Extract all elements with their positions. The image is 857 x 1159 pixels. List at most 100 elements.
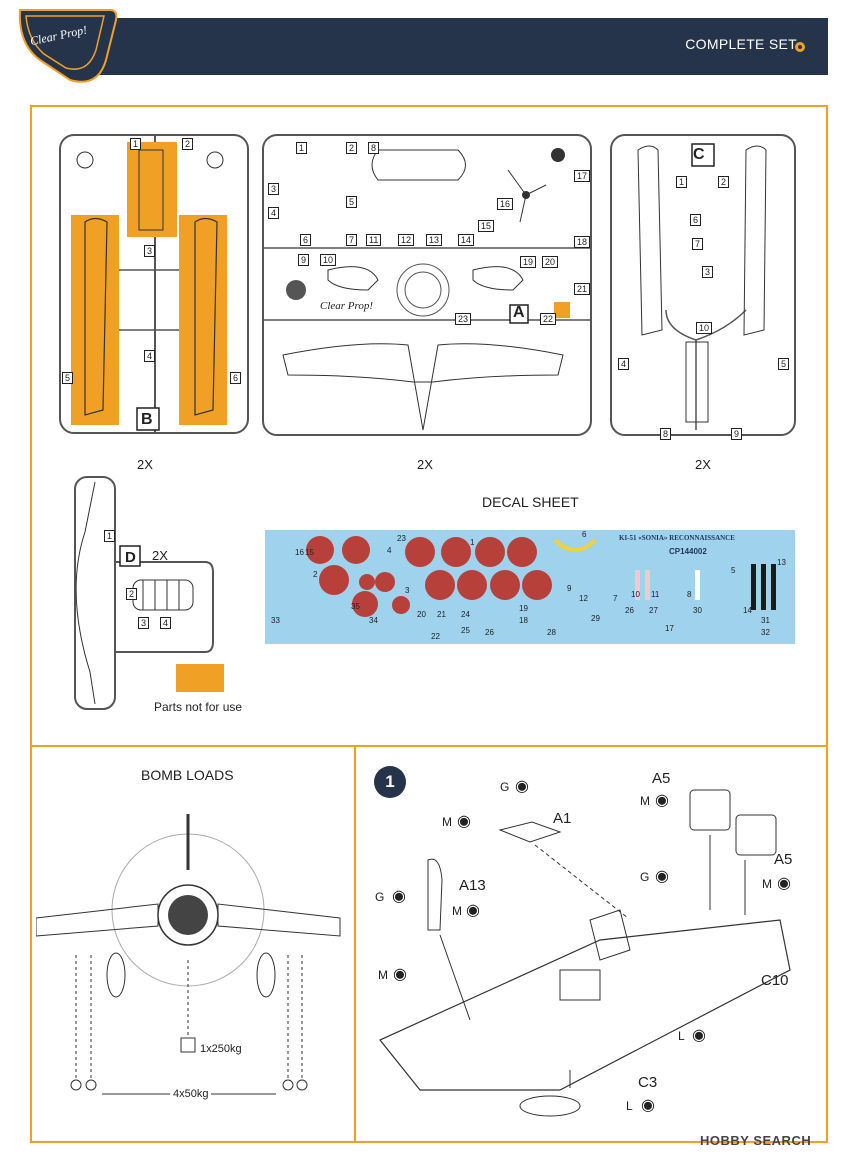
decal-num: 30 — [693, 606, 702, 615]
decal-num: 10 — [631, 590, 640, 599]
decal-num: 18 — [519, 616, 528, 625]
legend-swatch — [176, 664, 224, 692]
decal-num: 6 — [582, 530, 587, 539]
decal-num: 23 — [397, 534, 406, 543]
decal-num: 21 — [437, 610, 446, 619]
sprue-a-num: 10 — [320, 254, 337, 266]
sprue-b-num: 1 — [130, 138, 142, 150]
paint-dropper-icon: ◉ — [777, 875, 791, 892]
sprue-a-num: 22 — [540, 313, 557, 325]
sprue-a-letter: A — [513, 304, 525, 321]
decal-sheet: KI-51 «SONIA» RECONNAISSANCE CP144002 16… — [265, 530, 795, 644]
sprue-b — [59, 134, 249, 434]
decal-num: 33 — [271, 616, 280, 625]
decal-num: 20 — [417, 610, 426, 619]
paint-code: M — [442, 815, 452, 829]
sprue-d-num: 1 — [104, 530, 116, 542]
decal-num: 15 — [305, 548, 314, 557]
paint-dropper-icon: ◉ — [692, 1027, 706, 1044]
part-label: A5 — [652, 770, 671, 787]
paint-dropper-icon: ◉ — [392, 888, 406, 905]
decal-num: 35 — [351, 602, 360, 611]
sprue-d-letter: D — [125, 549, 136, 566]
sprue-b-num: 6 — [230, 372, 242, 384]
sprue-b-qty: 2X — [137, 457, 153, 472]
decal-num: 24 — [461, 610, 470, 619]
sprue-c-qty: 2X — [695, 457, 711, 472]
decal-heading: KI-51 «SONIA» RECONNAISSANCE — [619, 534, 735, 542]
sprue-a-num: 18 — [574, 236, 591, 248]
sprue-c-num: 10 — [696, 322, 713, 334]
sprue-c-num: 6 — [690, 214, 702, 226]
paint-dropper-icon: ◉ — [655, 868, 669, 885]
bomb-center-label: 1x250kg — [200, 1043, 242, 1055]
bomb-loads-diagram — [36, 814, 341, 1095]
paint-dropper-icon: ◉ — [515, 778, 529, 795]
step-1-diagram — [379, 789, 791, 1117]
sprue-a-num: 14 — [458, 234, 475, 246]
sprue-a-num: 16 — [497, 198, 514, 210]
part-label: A5 — [774, 851, 793, 868]
decal-num: 5 — [731, 566, 736, 575]
sprue-c-num: 4 — [618, 358, 630, 370]
paint-code: L — [678, 1029, 685, 1043]
paint-code: M — [762, 877, 772, 891]
sprue-a-num: 5 — [346, 196, 358, 208]
decal-num: 16 — [295, 548, 304, 557]
paint-dropper-icon: ◉ — [393, 966, 407, 983]
decal-num: 17 — [665, 624, 674, 633]
step-1-frame — [354, 745, 828, 1143]
sprue-c — [610, 134, 796, 436]
sprue-a-num: 7 — [346, 234, 358, 246]
sprue-a-qty: 2X — [417, 457, 433, 472]
paint-dropper-icon: ◉ — [655, 792, 669, 809]
sprue-d — [74, 476, 214, 710]
page-header: Clear Prop! COMPLETE SET — [0, 0, 857, 100]
decal-num: 29 — [591, 614, 600, 623]
sprue-c-num: 9 — [731, 428, 743, 440]
paint-code: G — [375, 890, 385, 904]
sprue-a-num: 19 — [520, 256, 537, 268]
sprue-a-num: 12 — [398, 234, 415, 246]
paint-code: L — [626, 1099, 633, 1113]
sprue-d-num: 2 — [126, 588, 138, 600]
part-label: C10 — [761, 972, 789, 989]
sprue-a-num: 21 — [574, 283, 591, 295]
sprue-b-num: 4 — [144, 350, 156, 362]
sprue-a-num: 13 — [426, 234, 443, 246]
step-number-badge: 1 — [374, 766, 406, 798]
paint-dropper-icon: ◉ — [457, 813, 471, 830]
sprue-b-letter: B — [141, 411, 153, 428]
decal-num: 13 — [777, 558, 786, 567]
decal-num: 11 — [651, 590, 660, 599]
decal-num: 34 — [369, 616, 378, 625]
sprue-a-num: 20 — [542, 256, 559, 268]
sprue-c-num: 2 — [718, 176, 730, 188]
paint-code: M — [378, 968, 388, 982]
sprue-a-num: 4 — [268, 207, 280, 219]
sprue-d-qty: 2X — [152, 548, 168, 563]
part-label: A1 — [553, 810, 572, 827]
decal-num: 8 — [687, 590, 692, 599]
sprue-b-num: 5 — [62, 372, 74, 384]
header-bar — [18, 9, 828, 83]
sprue-a — [262, 134, 592, 436]
sprue-a-num: 6 — [300, 234, 312, 246]
sprue-a-num: 1 — [296, 142, 308, 154]
decal-num: 4 — [387, 546, 392, 555]
decal-num: 28 — [547, 628, 556, 637]
decal-num: 31 — [761, 616, 770, 625]
sprue-d-num: 3 — [138, 617, 150, 629]
sprue-c-num: 8 — [660, 428, 672, 440]
decal-num: 26 — [625, 606, 634, 615]
sprue-a-num: 8 — [368, 142, 380, 154]
sprue-c-letter: C — [693, 146, 705, 163]
decal-markings — [306, 536, 776, 617]
part-label: C3 — [638, 1074, 658, 1091]
decal-num: 9 — [567, 584, 572, 593]
paint-code: M — [640, 794, 650, 808]
decal-num: 12 — [579, 594, 588, 603]
decal-code: CP144002 — [669, 547, 707, 556]
sprue-c-num: 7 — [692, 238, 704, 250]
decal-num: 1 — [470, 538, 475, 547]
